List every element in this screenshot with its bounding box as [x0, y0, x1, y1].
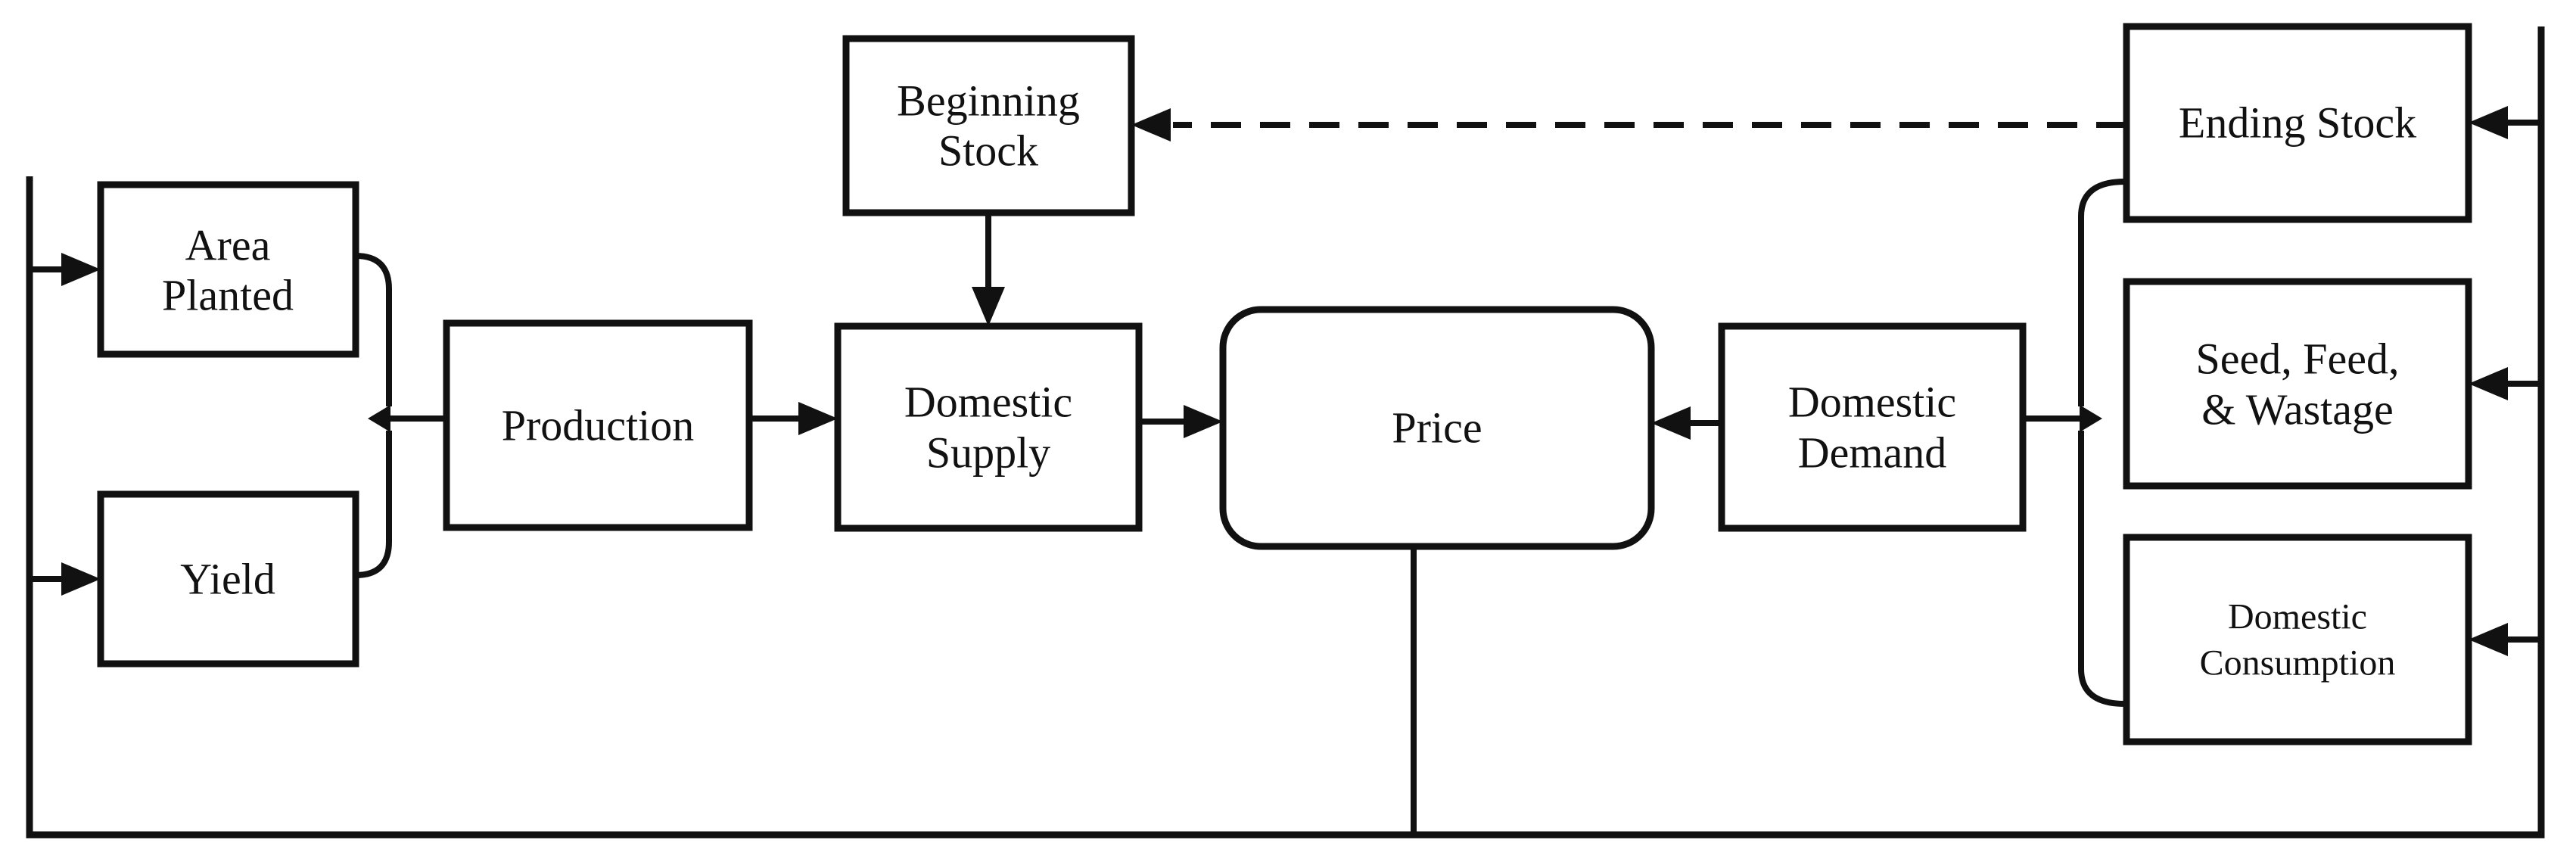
seed-feed-wastage-label-line2: & Wastage	[2201, 385, 2394, 434]
arrowhead-area-planted	[61, 253, 101, 286]
yield-label: Yield	[180, 555, 275, 604]
arrowhead-domestic-supply-top	[972, 287, 1005, 326]
brace-left-tip	[368, 405, 390, 432]
node-beginning-stock: Beginning Stock	[842, 35, 1135, 216]
brace-right-top	[2078, 179, 2126, 406]
brace-right-bottom	[2078, 431, 2126, 707]
domestic-supply-label-line1: Domestic	[904, 378, 1072, 427]
brace-left-top	[355, 253, 392, 406]
node-area-planted: Area Planted	[97, 181, 359, 358]
area-planted-box	[97, 181, 359, 358]
arrowhead-yield	[61, 562, 101, 596]
production-label: Production	[502, 401, 695, 450]
arrowhead-domestic-supply-left	[798, 402, 838, 435]
production-box	[443, 319, 753, 531]
domestic-supply-label-line2: Supply	[926, 428, 1050, 478]
beginning-stock-label-line2: Stock	[938, 126, 1038, 176]
arrowhead-ending-stock	[2469, 106, 2508, 139]
area-planted-label-line2: Planted	[162, 271, 294, 320]
brace-left-bottom	[355, 431, 392, 578]
ending-stock-label: Ending Stock	[2179, 98, 2416, 148]
price-feedback-loop-line	[26, 26, 2545, 839]
price-box	[1219, 306, 1655, 550]
arrowhead-domestic-consumption	[2469, 623, 2508, 656]
domestic-demand-box	[1718, 322, 2027, 532]
beginning-stock-label-line1: Beginning	[897, 76, 1080, 126]
area-planted-label-line1: Area	[185, 221, 271, 270]
yield-box	[97, 490, 359, 668]
node-seed-feed-wastage: Seed, Feed, & Wastage	[2123, 278, 2472, 490]
node-price: Price	[1219, 306, 1655, 550]
domestic-consumption-box	[2123, 534, 2472, 745]
node-yield: Yield	[97, 490, 359, 668]
domestic-consumption-label-line2: Consumption	[2200, 643, 2396, 683]
price-label: Price	[1392, 403, 1482, 453]
node-domestic-demand: Domestic Demand	[1718, 322, 2027, 532]
beginning-stock-box	[842, 35, 1135, 216]
node-ending-stock: Ending Stock	[2123, 23, 2472, 223]
arrowhead-seed-feed	[2469, 367, 2508, 400]
domestic-consumption-label-line1: Domestic	[2228, 597, 2367, 637]
domestic-demand-label-line2: Demand	[1798, 428, 1947, 478]
node-production: Production	[443, 319, 753, 531]
domestic-supply-box	[834, 322, 1143, 532]
node-domestic-consumption: Domestic Consumption	[2123, 534, 2472, 745]
node-domestic-supply: Domestic Supply	[834, 322, 1143, 532]
brace-right-tip	[2080, 405, 2102, 432]
domestic-demand-label-line1: Domestic	[1788, 378, 1956, 427]
seed-feed-wastage-box	[2123, 278, 2472, 490]
arrowhead-price-right	[1651, 406, 1691, 440]
seed-feed-wastage-label-line1: Seed, Feed,	[2196, 335, 2400, 384]
ending-stock-box	[2123, 23, 2472, 223]
arrowhead-price-left	[1184, 405, 1223, 438]
arrowhead-beginning-stock	[1131, 108, 1171, 142]
